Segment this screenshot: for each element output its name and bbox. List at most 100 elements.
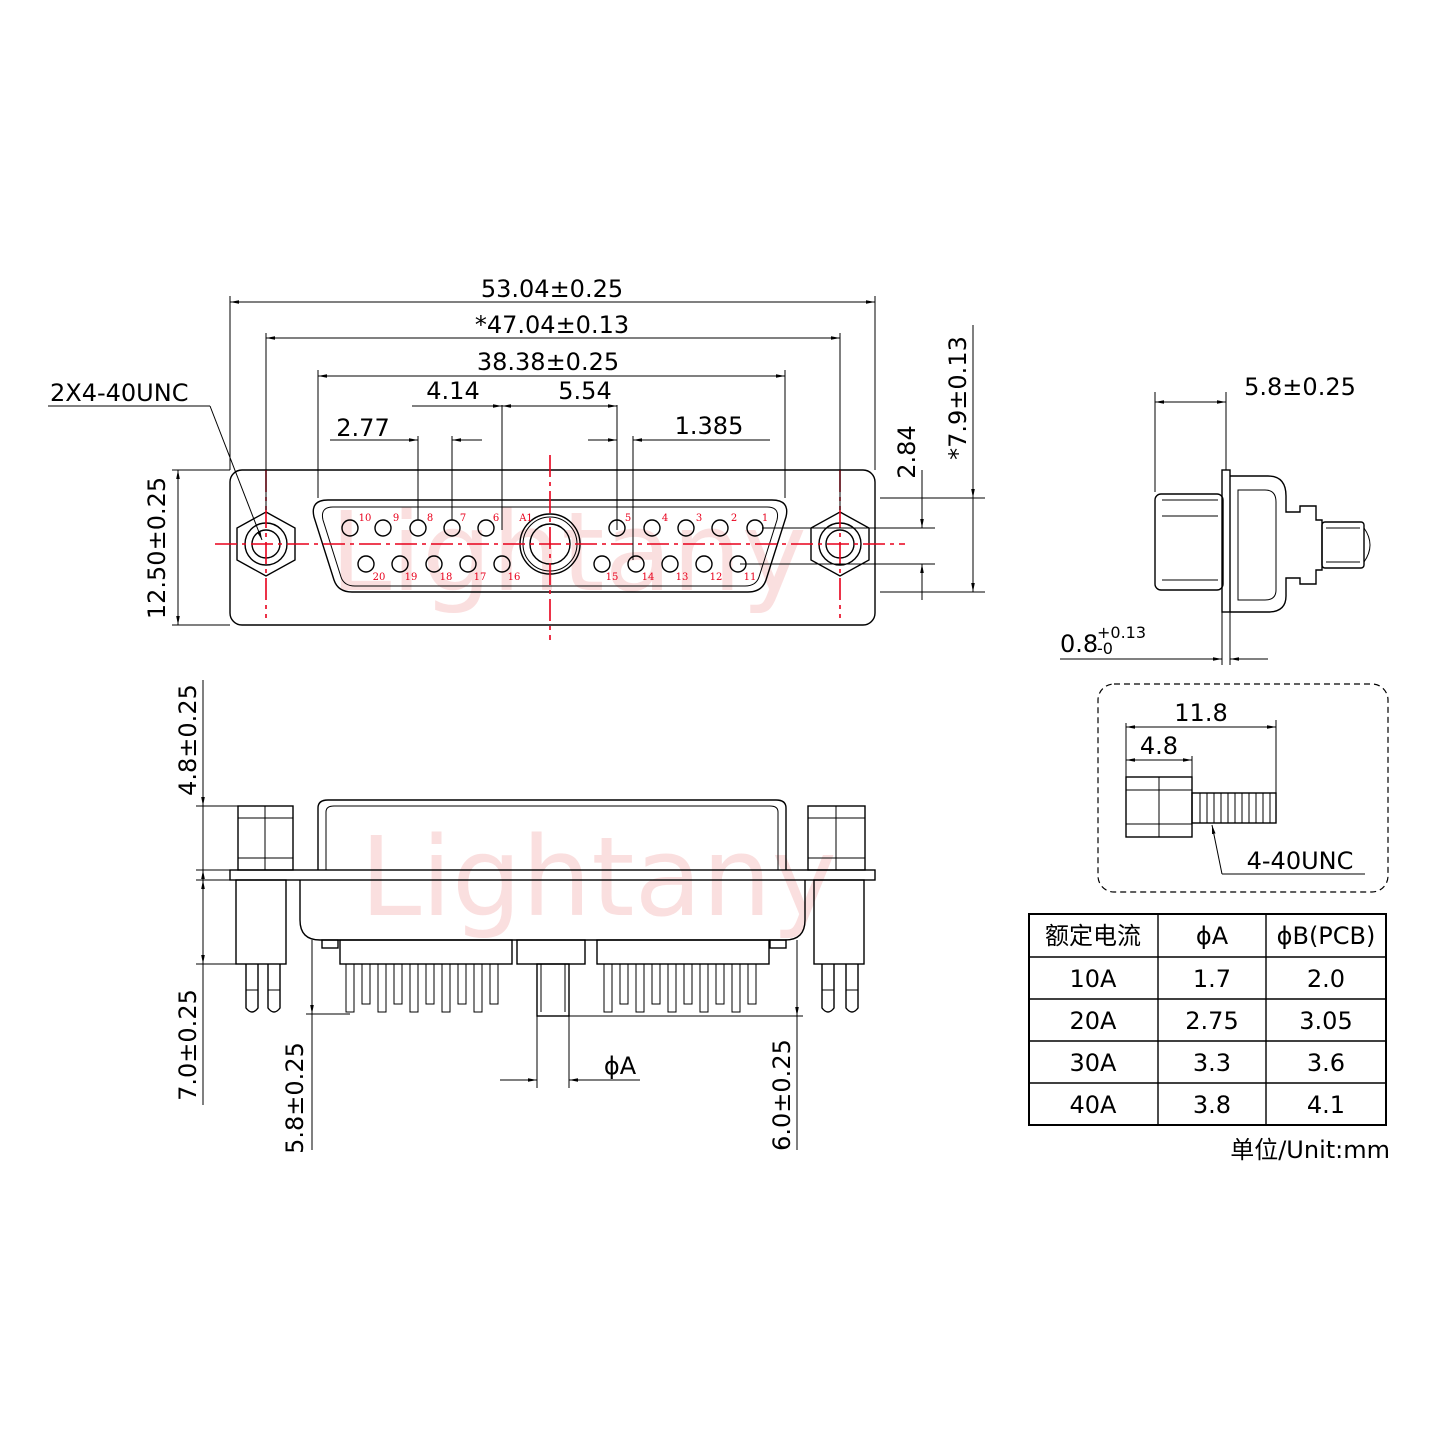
pin-label: 2 bbox=[731, 513, 737, 524]
pin-tail bbox=[393, 963, 403, 1005]
table-cell: 1.7 bbox=[1193, 965, 1231, 993]
dim-2-77: 2.77 bbox=[336, 414, 389, 442]
table-cell: 30A bbox=[1070, 1049, 1118, 1077]
pin-tail bbox=[489, 963, 499, 1005]
bottom-dim-6-0: 6.0±0.25 bbox=[768, 1039, 796, 1151]
table-cell: 3.05 bbox=[1299, 1007, 1352, 1035]
bottom-dim-5-8: 5.8±0.25 bbox=[281, 1042, 309, 1154]
dim-2-84: 2.84 bbox=[893, 425, 921, 478]
unit-label: 单位/Unit:mm bbox=[1230, 1136, 1390, 1164]
table-cell: 3.8 bbox=[1193, 1091, 1231, 1119]
pin-label: 6 bbox=[493, 513, 499, 524]
pin-label: 5 bbox=[625, 513, 631, 524]
pin-hole bbox=[341, 519, 359, 537]
pin-label: 14 bbox=[642, 572, 655, 583]
table-cell: 2.0 bbox=[1307, 965, 1345, 993]
pin-hole bbox=[357, 555, 375, 573]
screw-dim-4-8: 4.8 bbox=[1140, 732, 1178, 760]
pin-label: 3 bbox=[696, 513, 702, 524]
pin-tail bbox=[409, 963, 419, 1013]
pin-tail bbox=[441, 963, 451, 1013]
dim-7-9: *7.9±0.13 bbox=[944, 336, 972, 460]
pin-label: 7 bbox=[460, 513, 466, 524]
pin-hole bbox=[459, 555, 477, 573]
pin-label: 18 bbox=[440, 572, 453, 583]
pin-label: 8 bbox=[427, 513, 433, 524]
side-view: 5.8±0.25 0.8 +0.13 -0 bbox=[1060, 373, 1371, 665]
pin-hole bbox=[643, 519, 661, 537]
side-dim-flange-tol-plus: +0.13 bbox=[1097, 623, 1146, 642]
side-dim-flange-tol-minus: -0 bbox=[1097, 639, 1113, 658]
pin-tail bbox=[619, 963, 629, 1005]
dim-mount-spacing: *47.04±0.13 bbox=[475, 311, 629, 339]
current-table: 额定电流 ϕA ϕB(PCB) 10A 1.7 2.0 20A 2.75 3.0… bbox=[1028, 913, 1387, 1126]
pin-hole bbox=[627, 555, 645, 573]
table-cell: 4.1 bbox=[1307, 1091, 1345, 1119]
board-lock-leg bbox=[845, 964, 859, 1013]
pin-tail bbox=[747, 963, 757, 1005]
pin-hole bbox=[425, 555, 443, 573]
pin-hole bbox=[695, 555, 713, 573]
pin-tail bbox=[635, 963, 645, 1013]
table-cell: 3.6 bbox=[1307, 1049, 1345, 1077]
pin-tail bbox=[377, 963, 387, 1013]
table-cell: 3.3 bbox=[1193, 1049, 1231, 1077]
side-dim-flange: 0.8 bbox=[1060, 630, 1098, 658]
table-cell: 20A bbox=[1070, 1007, 1118, 1035]
pin-tail bbox=[699, 963, 709, 1013]
bottom-view: 4.8±0.25 7.0±0.25 5.8±0.25 6.0±0.25 ϕA bbox=[174, 680, 876, 1154]
pin-label: 13 bbox=[676, 572, 689, 583]
pin-hole bbox=[374, 519, 392, 537]
dim-overall-width: 53.04±0.25 bbox=[481, 275, 623, 303]
board-lock-leg bbox=[821, 964, 835, 1013]
pin-tail bbox=[683, 963, 693, 1005]
dim-5-54: 5.54 bbox=[558, 377, 611, 405]
bottom-dim-4-8: 4.8±0.25 bbox=[174, 684, 202, 796]
pin-tail bbox=[715, 963, 725, 1005]
dim-4-14: 4.14 bbox=[426, 377, 479, 405]
screw-thread-label: 4-40UNC bbox=[1247, 847, 1354, 875]
table-header-current: 额定电流 bbox=[1045, 922, 1141, 950]
pin-tail bbox=[425, 963, 435, 1005]
dim-height: 12.50±0.25 bbox=[143, 477, 171, 619]
pin-hole bbox=[661, 555, 679, 573]
pin-label: 20 bbox=[373, 572, 386, 583]
pin-label: 17 bbox=[474, 572, 487, 583]
bottom-dim-phiA: ϕA bbox=[604, 1052, 637, 1080]
table-cell: 10A bbox=[1070, 965, 1118, 993]
pin-tail bbox=[345, 963, 355, 1013]
pin-tail bbox=[473, 963, 483, 1013]
pin-label: 1 bbox=[762, 513, 768, 524]
pin-hole bbox=[677, 519, 695, 537]
screw-dim-11-8: 11.8 bbox=[1174, 699, 1227, 727]
pin-label: A1 bbox=[518, 513, 533, 524]
table-cell: 40A bbox=[1070, 1091, 1118, 1119]
pin-tail bbox=[667, 963, 677, 1013]
pin-tail bbox=[651, 963, 661, 1005]
pin-hole bbox=[593, 555, 611, 573]
board-lock-leg bbox=[267, 964, 281, 1013]
pin-label: 16 bbox=[508, 572, 521, 583]
pin-hole bbox=[493, 555, 511, 573]
pin-label: 10 bbox=[359, 513, 372, 524]
pin-label: 19 bbox=[405, 572, 418, 583]
pin-hole bbox=[477, 519, 495, 537]
pin-label: 9 bbox=[393, 513, 399, 524]
dim-shell-width: 38.38±0.25 bbox=[477, 348, 619, 376]
pin-label: 11 bbox=[744, 572, 757, 583]
callout-2x4-40unc: 2X4-40UNC bbox=[50, 379, 188, 407]
pin-tail bbox=[361, 963, 371, 1005]
pin-label: 12 bbox=[710, 572, 723, 583]
side-dim-5-8: 5.8±0.25 bbox=[1244, 373, 1356, 401]
pin-hole bbox=[391, 555, 409, 573]
pin-tail bbox=[731, 963, 741, 1013]
pin-hole bbox=[711, 519, 729, 537]
table-header-phiA: ϕA bbox=[1196, 922, 1229, 950]
pin-tail bbox=[457, 963, 467, 1005]
watermark-bottom: Lightany bbox=[360, 813, 837, 941]
pin-tail bbox=[603, 963, 613, 1013]
bottom-dim-7-0: 7.0±0.25 bbox=[174, 989, 202, 1101]
table-header-phiB: ϕB(PCB) bbox=[1277, 922, 1376, 950]
